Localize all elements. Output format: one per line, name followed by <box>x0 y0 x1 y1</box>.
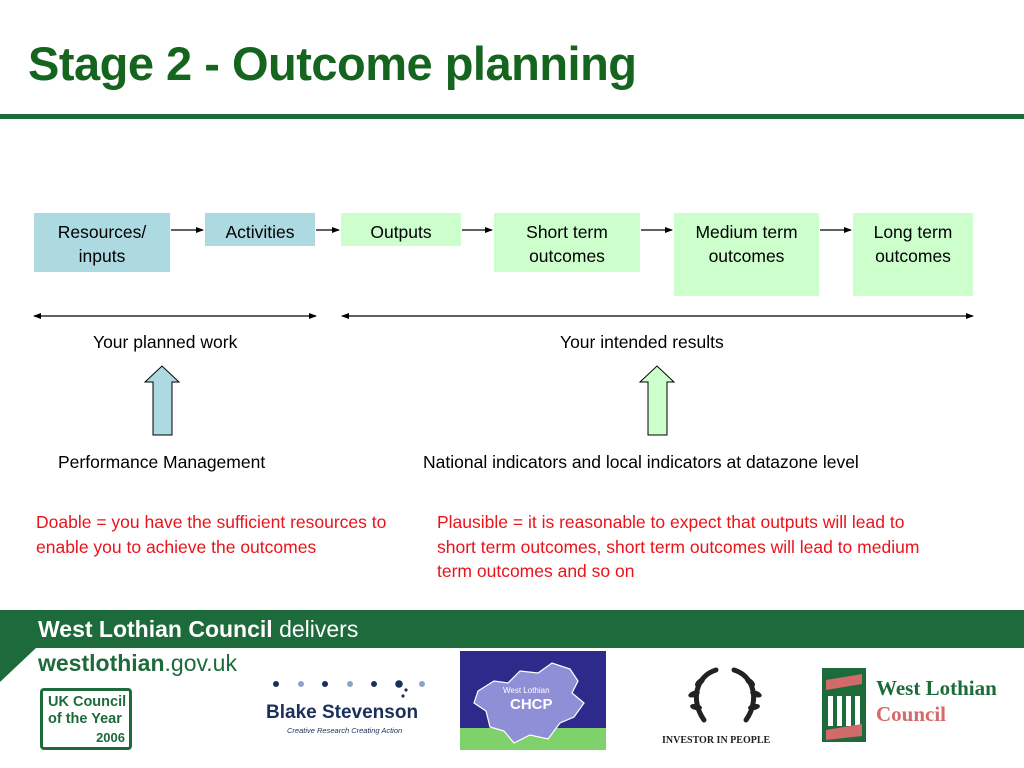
chcp-stripe <box>460 728 606 750</box>
up-arrow-indicators <box>638 365 676 436</box>
box-label: Outputs <box>370 222 432 242</box>
box-medium-term-outcomes: Medium term outcomes <box>674 213 819 296</box>
iip-label: INVESTOR IN PEOPLE <box>662 735 771 746</box>
chcp-small-text: West Lothian <box>503 686 550 695</box>
blake-stevenson-logo: Blake Stevenson Creative Research Creati… <box>262 676 438 736</box>
title-divider <box>0 114 1024 119</box>
box-label: Short term outcomes <box>526 222 608 266</box>
note-plausible: Plausible = it is reasonable to expect t… <box>437 512 920 581</box>
footer-band: West Lothian Council delivers <box>0 610 1024 648</box>
footer-tagline-bold: West Lothian Council <box>38 616 273 642</box>
box-outputs: Outputs <box>341 213 461 246</box>
box-label: Activities <box>225 222 295 242</box>
span-label-planned-work: Your planned work <box>93 332 238 352</box>
award-line1: UK Council <box>48 694 127 710</box>
box-label: Long term outcomes <box>873 222 953 266</box>
footer: West Lothian Council delivers westlothia… <box>0 610 1024 768</box>
source-label-performance: Performance Management <box>58 452 266 472</box>
website-rest: .gov.uk <box>164 650 237 676</box>
box-activities: Activities <box>205 213 315 246</box>
source-label-indicators: National indicators and local indicators… <box>423 452 859 472</box>
span-label-intended-results: Your intended results <box>560 332 724 352</box>
chcp-map-icon <box>473 662 585 744</box>
wlc-line1: West Lothian <box>876 676 997 700</box>
blake-name: Blake Stevenson <box>266 702 419 723</box>
blake-dots-icon <box>273 680 425 698</box>
website-link[interactable]: westlothian.gov.uk <box>38 650 237 677</box>
award-line2: of the Year <box>48 711 122 727</box>
up-arrow-performance <box>143 365 181 436</box>
footer-wedge <box>0 648 36 682</box>
page-title: Stage 2 - Outcome planning <box>28 37 637 90</box>
investor-in-people-logo: INVESTOR IN PEOPLE <box>660 660 790 750</box>
west-lothian-chcp-logo: West Lothian CHCP <box>460 651 606 750</box>
uk-council-award-logo: UK Council of the Year 2006 <box>40 688 132 750</box>
note-doable: Doable = you have the sufficient resourc… <box>36 512 387 557</box>
chcp-big-text: CHCP <box>510 696 553 713</box>
footer-tagline-rest: delivers <box>272 616 359 642</box>
box-label: Medium term outcomes <box>695 222 798 266</box>
box-resources-inputs: Resources/ inputs <box>34 213 170 272</box>
wlc-line2: Council <box>876 702 947 726</box>
website-bold: westlothian <box>38 650 165 676</box>
council-crest-icon <box>822 668 866 742</box>
footer-tagline: West Lothian Council delivers <box>38 616 358 643</box>
box-long-term-outcomes: Long term outcomes <box>853 213 973 296</box>
box-label: Resources/ inputs <box>57 222 147 266</box>
laurel-wreath-icon <box>688 667 762 723</box>
award-year: 2006 <box>96 730 125 745</box>
box-short-term-outcomes: Short term outcomes <box>494 213 640 272</box>
west-lothian-council-logo: West Lothian Council <box>820 666 1010 746</box>
blake-tagline: Creative Research Creating Action <box>287 726 403 735</box>
